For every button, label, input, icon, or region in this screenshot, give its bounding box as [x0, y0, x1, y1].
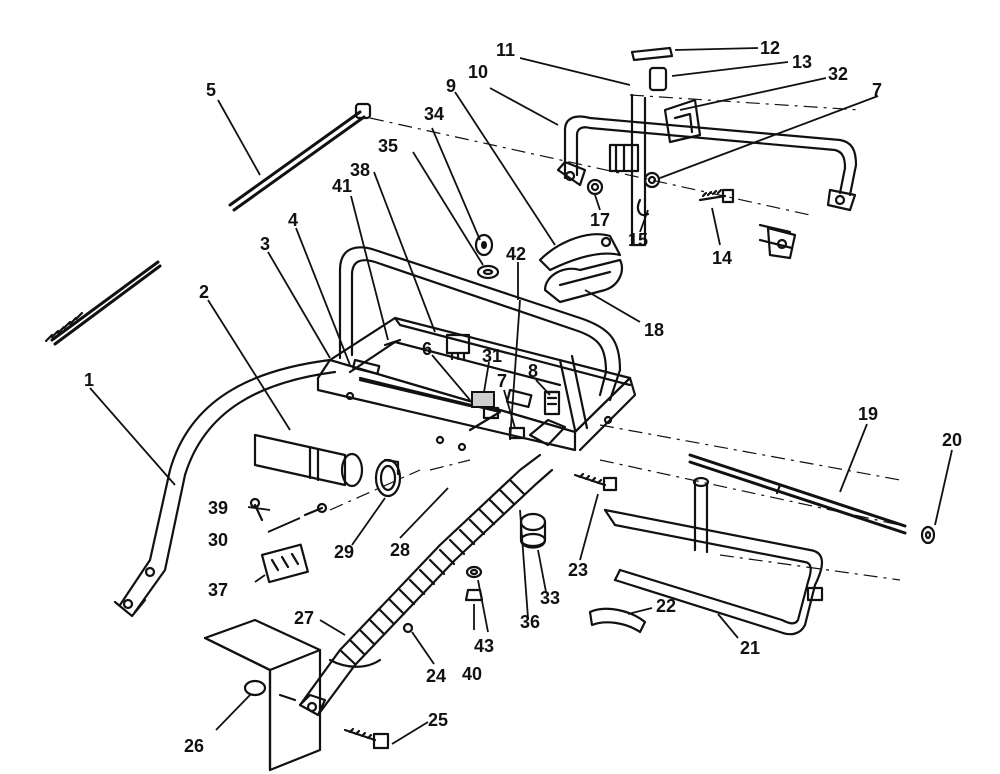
label-24: 24	[426, 666, 446, 686]
label-31: 31	[482, 346, 502, 366]
label-20: 20	[942, 430, 962, 450]
label-37: 37	[208, 580, 228, 600]
upper-hardware	[586, 171, 735, 217]
label-27: 27	[294, 608, 314, 628]
part-12-grip	[630, 46, 674, 62]
label-38: 38	[350, 160, 370, 180]
label-18: 18	[644, 320, 664, 340]
label-5: 5	[206, 80, 216, 100]
label-43: 43	[474, 636, 494, 656]
part-6-switch	[471, 391, 495, 408]
label-40: 40	[462, 664, 482, 684]
label-34: 34	[424, 104, 444, 124]
label-8: 8	[528, 361, 538, 381]
lower-handle-arm	[298, 453, 554, 717]
label-32: 32	[828, 64, 848, 84]
label-1: 1	[84, 370, 94, 390]
control-panel-frame	[316, 316, 637, 452]
label-36: 36	[520, 612, 540, 632]
part-32-bracket	[663, 98, 702, 144]
part-22-grip	[588, 607, 647, 634]
label-23: 23	[568, 560, 588, 580]
part-26-bracket	[203, 618, 322, 772]
part-2-grip	[253, 433, 364, 488]
lower-left-hardware	[249, 458, 402, 584]
part-8-lever	[528, 418, 567, 447]
upper-handle-assembly	[556, 46, 858, 260]
part-17-nut	[586, 178, 604, 196]
part-19-rod	[688, 453, 907, 535]
label-13: 13	[792, 52, 812, 72]
part-34-35-grommets	[474, 233, 500, 280]
center-hardware	[464, 512, 547, 602]
label-22: 22	[656, 596, 676, 616]
label-29: 29	[334, 542, 354, 562]
label-25: 25	[428, 710, 448, 730]
part-20-washer	[920, 525, 936, 545]
label-30: 30	[208, 530, 228, 550]
part-14-bolt	[698, 194, 727, 202]
label-41: 41	[332, 176, 352, 196]
label-9: 9	[446, 76, 456, 96]
part-21-bail	[603, 476, 824, 636]
label-7-upper: 7	[872, 80, 882, 100]
threaded-stud	[44, 260, 162, 346]
bolts	[343, 472, 618, 750]
part-7-nut	[643, 171, 661, 189]
part-37-connector	[260, 543, 309, 584]
label-14: 14	[712, 248, 732, 268]
loop-bail	[338, 246, 622, 432]
leader-lines	[89, 47, 953, 745]
label-12: 12	[760, 38, 780, 58]
label-15: 15	[628, 230, 648, 250]
label-11: 11	[496, 40, 515, 60]
part-33-bushing	[519, 512, 547, 532]
label-21: 21	[740, 638, 760, 658]
part-9-clamp	[538, 233, 622, 272]
part-5-rod	[228, 102, 372, 212]
label-2: 2	[199, 282, 209, 302]
label-26: 26	[184, 736, 204, 756]
label-39: 39	[208, 498, 228, 518]
callout-labels: 1 2 3 4 5 6 7 7 8 9 10 11 12 13 14 15 17…	[84, 38, 962, 756]
part-18-clamp	[543, 258, 623, 304]
part-43-washer	[465, 565, 483, 579]
label-42: 42	[506, 244, 526, 264]
label-33: 33	[540, 588, 560, 608]
part-1-handle-tube	[113, 358, 337, 618]
label-6: 6	[422, 339, 432, 359]
label-19: 19	[858, 404, 878, 424]
label-10: 10	[468, 62, 488, 82]
label-35: 35	[378, 136, 398, 156]
label-3: 3	[260, 234, 270, 254]
label-28: 28	[390, 540, 410, 560]
label-17: 17	[590, 210, 610, 230]
label-7-lower: 7	[497, 371, 507, 391]
assembly-centerlines	[329, 94, 901, 581]
part-13-cap	[648, 66, 668, 92]
label-4: 4	[288, 210, 298, 230]
